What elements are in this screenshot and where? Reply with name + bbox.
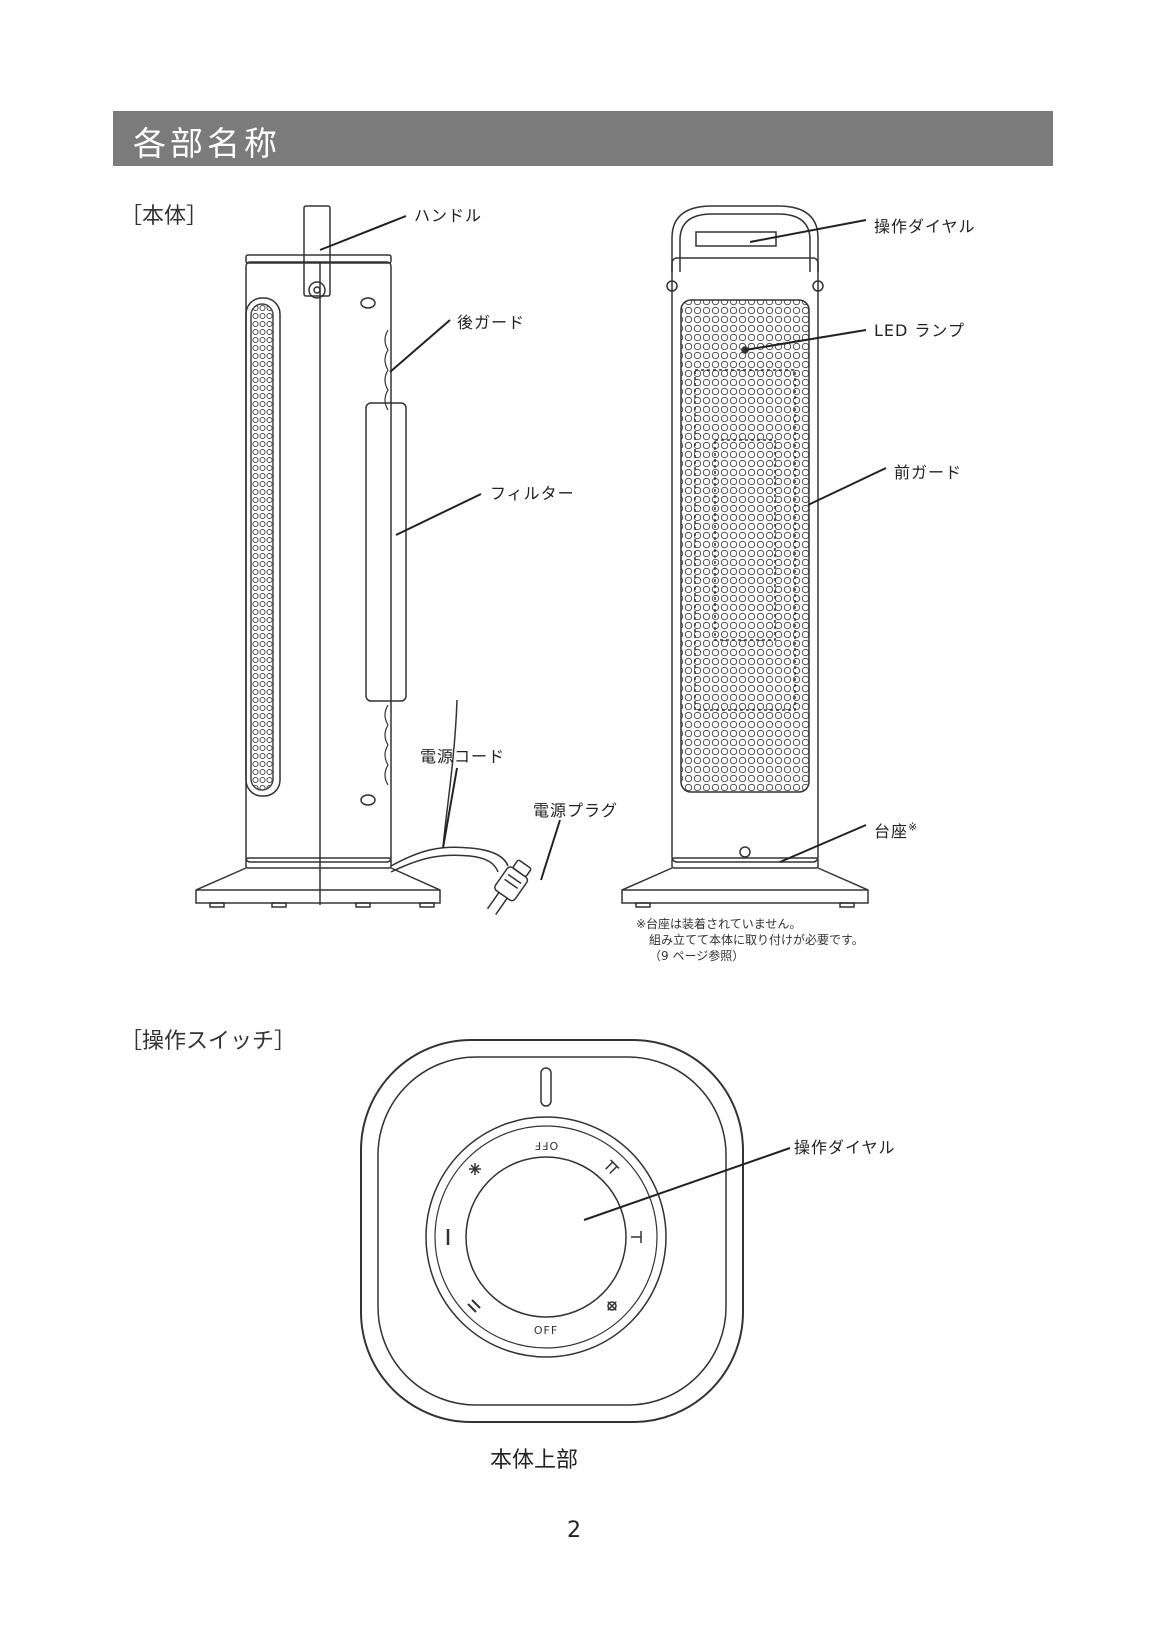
callout-power-cord: 電源コード [420,743,505,767]
base-note-line3: （9 ページ参照） [636,948,864,964]
callout-rear-guard: 後ガード [457,309,525,333]
page-number: 2 [567,1518,581,1543]
filter-part [366,403,406,701]
top-outer-frame [361,1040,743,1422]
base-note-line2: 組み立てて本体に取り付けが必要です。 [636,932,864,948]
dial-leader-line [584,1148,790,1220]
control-panel-top-view [361,1040,743,1422]
top-led-indicator [541,1068,551,1106]
base-note: ※台座は装着されていません。 組み立てて本体に取り付けが必要です。 （9 ページ… [636,916,864,964]
callout-base-mark: ※ [908,821,918,834]
power-plug-part [482,857,535,918]
callout-handle: ハンドル [414,202,482,226]
heater-front-view [622,206,868,907]
callout-control-dial-front: 操作ダイヤル [874,213,976,237]
front-handle-part [672,206,818,272]
callout-power-plug: 電源プラグ [533,797,618,821]
dial-off-top: OFF [534,1139,558,1152]
top-view-caption: 本体上部 [490,1442,578,1474]
callout-filter: フィルター [490,480,575,504]
base-note-line1: ※台座は装着されていません。 [636,916,864,932]
callout-led-lamp: LED ランプ [874,317,965,341]
dial-knob [466,1157,626,1317]
front-guard-mesh [681,300,809,792]
dial-markings [448,1160,641,1315]
callout-base: 台座※ [874,818,918,842]
callout-control-dial-top: 操作ダイヤル [794,1134,896,1158]
dial-off-bottom: OFF [534,1324,558,1337]
dial-outer-ring [426,1117,666,1357]
callout-base-label: 台座 [874,822,908,841]
callout-front-guard: 前ガード [894,459,962,483]
